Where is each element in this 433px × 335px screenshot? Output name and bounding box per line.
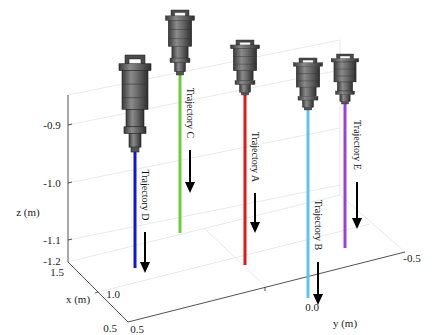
tick-label: 0.5 [130, 324, 144, 335]
axis-title: x (m) [66, 294, 90, 305]
trajectory-label: Trajectory D [140, 169, 150, 220]
trajectory-lines [135, 75, 345, 298]
trajectory-label: Trajectory A [250, 132, 260, 182]
axis-title: y (m) [333, 318, 357, 329]
trajectory-label: Trajectory C [185, 88, 195, 138]
tick-label: -0.5 [403, 253, 420, 264]
axes [68, 95, 405, 322]
trajectory-label: Trajectory B [313, 200, 323, 250]
grid-lines [68, 40, 405, 292]
tick-label: 0.5 [103, 323, 117, 334]
tick-label: -1.1 [43, 235, 60, 246]
tick-label: 1.0 [106, 289, 120, 300]
probe-devices [119, 10, 359, 152]
tick-label: -0.9 [43, 120, 60, 131]
tick-label: 1.5 [50, 267, 64, 278]
trajectory-label: Trajectory E [352, 120, 362, 170]
tick-label: -1.2 [43, 256, 60, 267]
tick-label: 0.0 [305, 302, 319, 313]
tick-label: -1.0 [43, 178, 60, 189]
axis-title: z (m) [16, 207, 40, 218]
